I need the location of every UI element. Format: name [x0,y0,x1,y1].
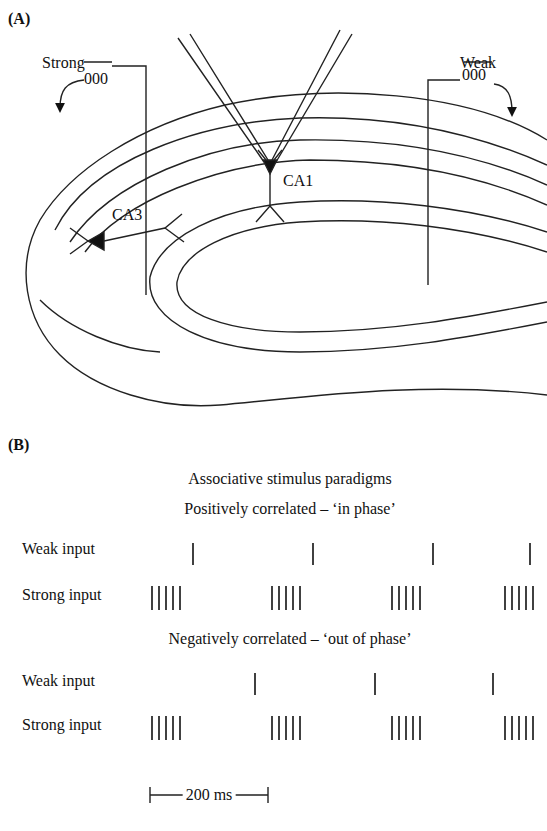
spike [412,716,414,740]
scale-bar [150,787,268,803]
spike [511,716,513,740]
spike [532,716,534,740]
spike [492,673,494,695]
spike [374,673,376,695]
input-name: Weak input [22,672,95,690]
spike [278,586,280,610]
cell-layer [70,140,547,242]
spike [511,586,513,610]
region-name: CA3 [112,206,142,224]
stimulator: 000 [462,66,486,84]
spike [518,716,520,740]
spike [165,716,167,740]
spike [525,586,527,610]
spike [398,586,400,610]
cell-layer [85,160,547,252]
spike [419,586,421,610]
spike [504,586,506,610]
spike [405,716,407,740]
spike [504,716,506,740]
spike [151,586,153,610]
spike [299,586,301,610]
spike [398,716,400,740]
paradigm-heading: Negatively correlated – ‘out of phase’ [168,630,411,648]
recording-pipette [178,34,268,162]
spike [151,716,153,740]
stimulator: 000 [84,70,108,88]
strong-stimulus-wire [84,62,146,295]
spike [271,716,273,740]
slice-edge [40,300,160,352]
input-name: Weak input [22,540,95,558]
spike [525,716,527,740]
output-arrow [494,84,512,112]
spike [432,543,434,565]
ca1-dendrites [256,150,284,222]
spike [179,716,181,740]
input-name: Strong input [22,586,102,604]
region-name: CA1 [283,172,313,190]
spike [158,586,160,610]
recording-pipette [272,30,352,162]
spike [518,586,520,610]
paradigm-heading: Positively correlated – ‘in phase’ [184,500,396,518]
input-name: Strong [42,54,85,72]
input-name: Strong input [22,716,102,734]
spike [158,716,160,740]
spike [179,586,181,610]
ca1-neuron [263,160,277,174]
panel-letter: (A) [8,10,30,28]
spike [391,586,393,610]
spike [165,586,167,610]
spike [254,673,256,695]
spike [192,543,194,565]
spike [292,586,294,610]
spike [271,586,273,610]
ca3-neuron [88,232,104,250]
weak-stimulus-wire [428,62,492,285]
spike [312,543,314,565]
panel-letter: (B) [8,436,29,454]
spike [299,716,301,740]
spike [172,586,174,610]
dentate-gyrus [177,221,547,332]
spike [285,586,287,610]
spike [172,716,174,740]
spike [412,586,414,610]
dentate-gyrus [150,201,547,352]
slice-outline [26,93,547,406]
spike [532,586,534,610]
spike [285,716,287,740]
scale-label: 200 ms [183,786,236,804]
spike [405,586,407,610]
spike [529,543,531,565]
spike [292,716,294,740]
output-arrow [60,80,84,108]
spike-trains [152,543,533,740]
spike [419,716,421,740]
panel-heading: Associative stimulus paradigms [188,470,392,488]
spike [278,716,280,740]
spike [391,716,393,740]
